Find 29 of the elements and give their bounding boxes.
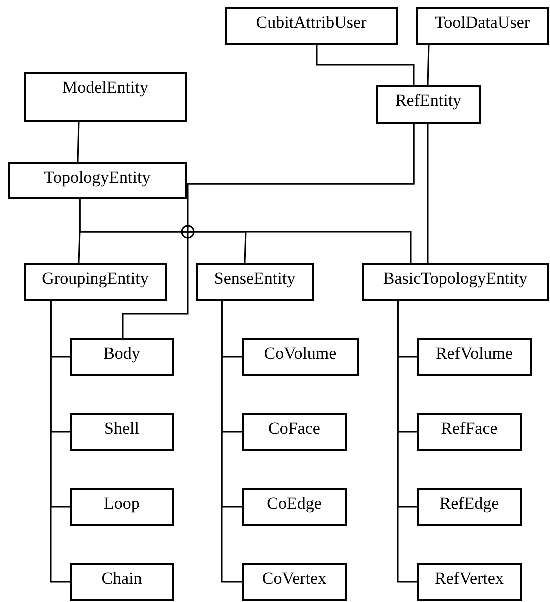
class-box: CoEdge [242, 488, 347, 526]
class-box: RefFace [417, 413, 522, 451]
connector-line [316, 45, 415, 85]
class-box: CoVertex [242, 563, 347, 601]
class-box: CubitAttribUser [225, 7, 398, 45]
connector-line [221, 301, 242, 583]
connector-line [50, 301, 70, 583]
connector-line [77, 122, 80, 162]
class-box: CoFace [242, 413, 347, 451]
class-box: Loop [70, 488, 174, 526]
class-box: RefVertex [417, 563, 522, 601]
class-box: GroupingEntity [24, 263, 167, 301]
class-box: RefVolume [417, 338, 532, 376]
class-box: TopologyEntity [8, 162, 187, 199]
class-box: CoVolume [242, 338, 359, 376]
class-box: Chain [70, 563, 174, 601]
class-box: RefEdge [417, 488, 522, 526]
class-box: Shell [70, 413, 174, 451]
connector-line [122, 124, 415, 338]
class-box: Body [70, 338, 174, 376]
connector-line [427, 124, 429, 263]
class-box: ModelEntity [24, 72, 187, 122]
class-box: ToolDataUser [416, 7, 549, 45]
class-box: BasicTopologyEntity [362, 263, 549, 301]
class-box: SenseEntity [196, 263, 314, 301]
connector-line [79, 199, 412, 263]
connector-line [427, 44, 430, 86]
connector-line [397, 301, 417, 583]
class-box: RefEntity [376, 85, 481, 124]
